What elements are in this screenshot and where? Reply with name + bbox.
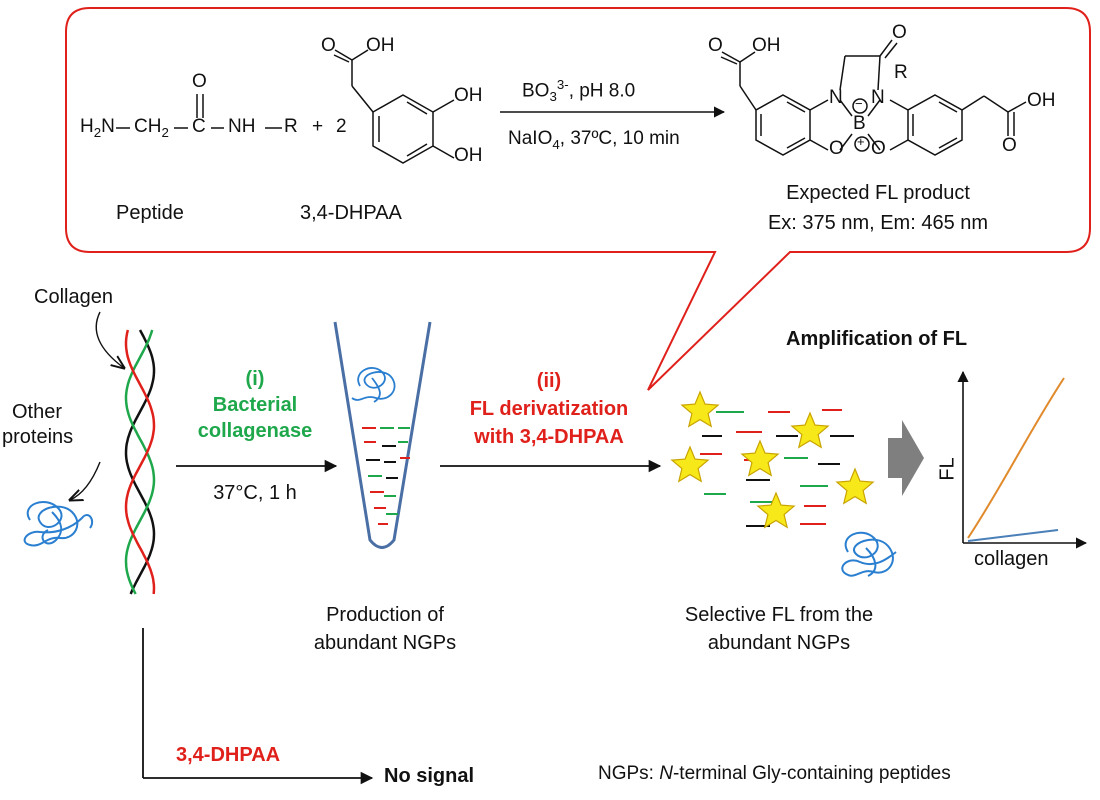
product-oh-left: OH — [752, 35, 781, 56]
fluorescence-star-icon — [680, 390, 720, 428]
step2-caption-line2: abundant NGPs — [707, 632, 851, 654]
amplification-plot — [957, 370, 1088, 549]
peptide-name: Peptide — [116, 202, 184, 224]
peptide-formula-ch2: CH2 — [134, 116, 169, 140]
peptide-formula-h2n: H2N — [80, 116, 115, 140]
step1-enzyme-line1: Bacterial — [212, 394, 298, 416]
peptide-formula-c: C — [192, 116, 206, 137]
dhpaa-acid-o: O — [321, 35, 336, 56]
test-tube — [333, 321, 432, 549]
no-signal-label: No signal — [384, 765, 475, 787]
reaction-plus: + — [312, 116, 324, 137]
helix-strand-black — [124, 329, 156, 595]
reaction-callout — [65, 7, 1091, 391]
peptide-structure — [116, 94, 282, 129]
product-o-right: O — [1002, 135, 1017, 156]
right-protein-tangle — [841, 531, 897, 577]
curve-collagen-digested — [967, 377, 1065, 539]
reaction-reagent-bottom: NaIO4, 37ºC, 10 min — [508, 128, 680, 152]
fluorescence-star-icon — [756, 491, 796, 529]
step1-number: (i) — [245, 368, 265, 390]
tube-protein-tangle — [351, 367, 396, 403]
peptide-formula-nh: NH — [228, 116, 256, 137]
collagen-helix — [124, 329, 156, 595]
product-plus-charge: + — [857, 134, 865, 149]
ngp-footnote: NGPs: N-terminal Gly-containing peptides — [598, 763, 951, 784]
dhpaa-structure — [333, 49, 455, 164]
dhpaa-oh-top: OH — [454, 85, 483, 106]
step2-line2: with 3,4-DHPAA — [474, 426, 624, 448]
fluorescence-star-icon — [670, 445, 710, 483]
other-protein-tangle — [23, 501, 94, 547]
fl-peptide-fragments — [700, 409, 854, 527]
plot-y-label: FL — [936, 457, 959, 481]
helix-strand-green — [124, 329, 156, 595]
product-wavelengths: Ex: 375 nm, Em: 465 nm — [767, 212, 989, 234]
product-structure — [720, 39, 1027, 156]
product-n2: N — [871, 87, 885, 108]
curve-undigested — [967, 529, 1059, 542]
no-digestion-pathway — [142, 628, 374, 785]
fluorescence-star-icon — [790, 411, 830, 449]
product-b: B — [853, 113, 866, 134]
step2-caption-line1: Selective FL from the — [684, 604, 874, 626]
helix-strand-red — [124, 329, 156, 595]
product-o-left: O — [708, 35, 723, 56]
fluorescence-star-icon — [835, 467, 875, 505]
product-carbonyl-o: O — [892, 22, 907, 43]
step1-condition: 37°C, 1 h — [213, 482, 297, 504]
fluorescence-star-icon — [740, 439, 780, 477]
amplification-arrow — [888, 420, 924, 496]
other-proteins-label: Other proteins — [2, 401, 74, 448]
collagen-label: Collagen — [34, 286, 113, 308]
step1-caption-line1: Production of — [326, 604, 444, 626]
peptide-formula-r: R — [284, 116, 298, 137]
product-o1: O — [829, 138, 844, 159]
dhpaa-oh-bottom: OH — [454, 145, 483, 166]
product-minus-charge: − — [855, 96, 863, 111]
product-oh-right: OH — [1027, 90, 1056, 111]
plot-x-label: collagen — [974, 548, 1049, 570]
product-n1: N — [829, 87, 843, 108]
no-digestion-reagent: 3,4-DHPAA — [176, 744, 281, 766]
product-name: Expected FL product — [786, 182, 970, 204]
dhpaa-name: 3,4-DHPAA — [300, 202, 402, 224]
step2-number: (ii) — [536, 370, 562, 392]
tube-peptide-fragments — [362, 427, 410, 525]
reaction-coefficient: 2 — [336, 116, 347, 137]
product-r: R — [894, 62, 908, 83]
collagen-pointer-arrow — [95, 311, 124, 368]
step1-caption-line2: abundant NGPs — [313, 632, 457, 654]
other-proteins-pointer-arrow — [70, 461, 101, 500]
peptide-formula-o: O — [192, 71, 207, 92]
dhpaa-acid-oh: OH — [366, 35, 395, 56]
fluorescent-stars — [670, 390, 875, 529]
amplification-title: Amplification of FL — [786, 328, 968, 350]
reaction-reagent-top: BO33-, pH 8.0 — [522, 77, 636, 105]
step1-enzyme-line2: collagenase — [197, 420, 313, 442]
product-o2: O — [871, 138, 886, 159]
step2-line1: FL derivatization — [469, 398, 629, 420]
